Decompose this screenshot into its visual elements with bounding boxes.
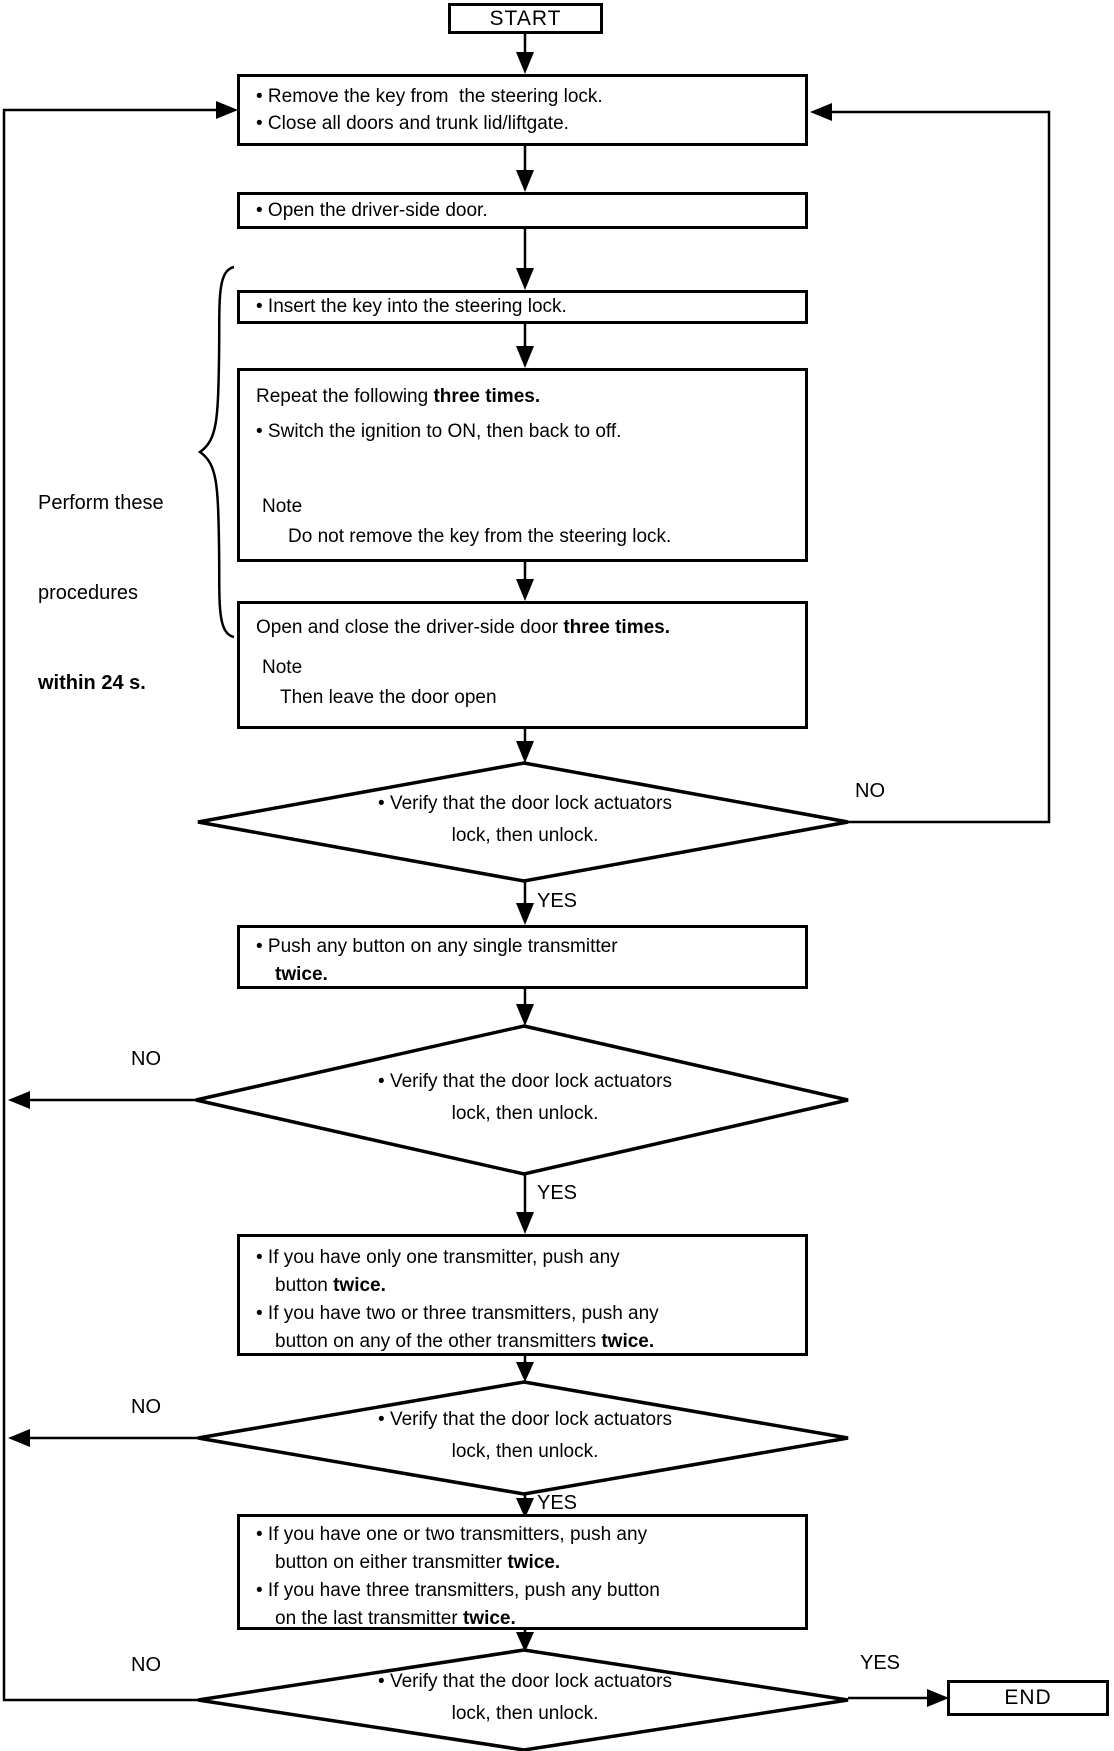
note-label: Note (262, 496, 303, 517)
decision-verify-actuators-3 (197, 1380, 849, 1496)
arrowhead (516, 903, 534, 925)
step-line: • If you have two or three transmitters,… (256, 1303, 659, 1324)
yes-label-d1: YES (537, 890, 578, 912)
decision-verify-actuators-1 (197, 761, 849, 883)
side-note-line: Perform these (38, 492, 164, 514)
arrowhead (216, 101, 238, 119)
no-label-d2: NO (131, 1048, 161, 1070)
step-line: • If you have one or two transmitters, p… (256, 1524, 648, 1545)
start-label: START (489, 6, 562, 30)
end-terminal: END (947, 1680, 1109, 1716)
arrowhead (516, 52, 534, 74)
step-line: • Open the driver-side door. (256, 200, 488, 221)
step-line: twice. (275, 964, 328, 985)
step-line: • Insert the key into the steering lock. (256, 296, 567, 317)
arrowhead (516, 1004, 534, 1026)
decision-text: lock, then unlock. (451, 1703, 599, 1724)
step-line: • Switch the ignition to ON, then back t… (256, 421, 622, 442)
step-push-button-single-transmitter: • Push any button on any single transmit… (237, 925, 808, 989)
arrowhead (927, 1689, 949, 1707)
step-line: • If you have three transmitters, push a… (256, 1580, 660, 1601)
step-insert-key: • Insert the key into the steering lock. (237, 290, 808, 324)
arrowhead (8, 1091, 30, 1109)
step-program-last-transmitter: • If you have one or two transmitters, p… (237, 1514, 808, 1630)
arrowhead (516, 1362, 534, 1382)
step-line: on the last transmitter twice. (275, 1608, 516, 1629)
start-terminal: START (448, 3, 603, 34)
decision-text: • Verify that the door lock actuators (378, 1409, 672, 1430)
no-label-d1: NO (855, 780, 885, 802)
step-line: button on any of the other transmitters … (275, 1331, 655, 1352)
decision-text: • Verify that the door lock actuators (378, 793, 672, 814)
decision-text: • Verify that the door lock actuators (378, 1071, 672, 1092)
decision-verify-actuators-4 (197, 1648, 849, 1751)
decision-text: lock, then unlock. (451, 1103, 599, 1124)
note-text: Then leave the door open (280, 687, 497, 708)
arrowhead (516, 346, 534, 368)
note-text: Do not remove the key from the steering … (288, 526, 672, 547)
loop-left-return-to-box1 (2, 108, 216, 1702)
yes-label-d2: YES (537, 1182, 578, 1204)
side-note-line: procedures (38, 582, 139, 604)
decision-text: lock, then unlock. (451, 825, 599, 846)
side-note-perform-within-24s: Perform these procedures within 24 s. (38, 428, 164, 758)
no-label-d3: NO (131, 1396, 161, 1418)
decision-verify-actuators-2 (195, 1024, 849, 1176)
side-note-line: within 24 s. (38, 672, 146, 694)
step-line: Open and close the driver-side door thre… (256, 617, 670, 638)
step-repeat-ignition: Repeat the following three times. • Swit… (237, 368, 808, 562)
step-line: • Push any button on any single transmit… (256, 936, 618, 957)
step-line: button twice. (275, 1275, 386, 1296)
step-open-close-door: Open and close the driver-side door thre… (237, 601, 808, 729)
step-line: button on either transmitter twice. (275, 1552, 561, 1573)
step-line: • Remove the key from the steering lock. (256, 86, 603, 107)
decision-text: • Verify that the door lock actuators (378, 1671, 672, 1692)
step-line: • If you have only one transmitter, push… (256, 1247, 620, 1268)
arrowhead (810, 103, 832, 121)
arrowhead (516, 170, 534, 192)
arrowhead (516, 579, 534, 601)
step-line: Repeat the following three times. (256, 386, 541, 407)
yes-label-d3: YES (537, 1492, 578, 1514)
step-line: • Close all doors and trunk lid/liftgate… (256, 113, 569, 134)
loop-d1-no-to-box1 (832, 110, 1051, 824)
step-open-driver-door: • Open the driver-side door. (237, 192, 808, 229)
brace-within-24s (197, 265, 235, 639)
arrowhead (8, 1429, 30, 1447)
step-remove-key-close-doors: • Remove the key from the steering lock.… (237, 74, 808, 146)
arrowhead (516, 1498, 534, 1518)
end-label: END (1004, 1686, 1052, 1709)
note-label: Note (262, 657, 303, 678)
yes-label-d4: YES (859, 1652, 901, 1674)
arrowhead (516, 268, 534, 290)
no-label-d4: NO (131, 1654, 161, 1676)
arrowhead (516, 1632, 534, 1652)
decision-text: lock, then unlock. (451, 1441, 599, 1462)
arrowhead (516, 1212, 534, 1234)
arrowhead (516, 741, 534, 763)
step-program-second-transmitter: • If you have only one transmitter, push… (237, 1234, 808, 1356)
